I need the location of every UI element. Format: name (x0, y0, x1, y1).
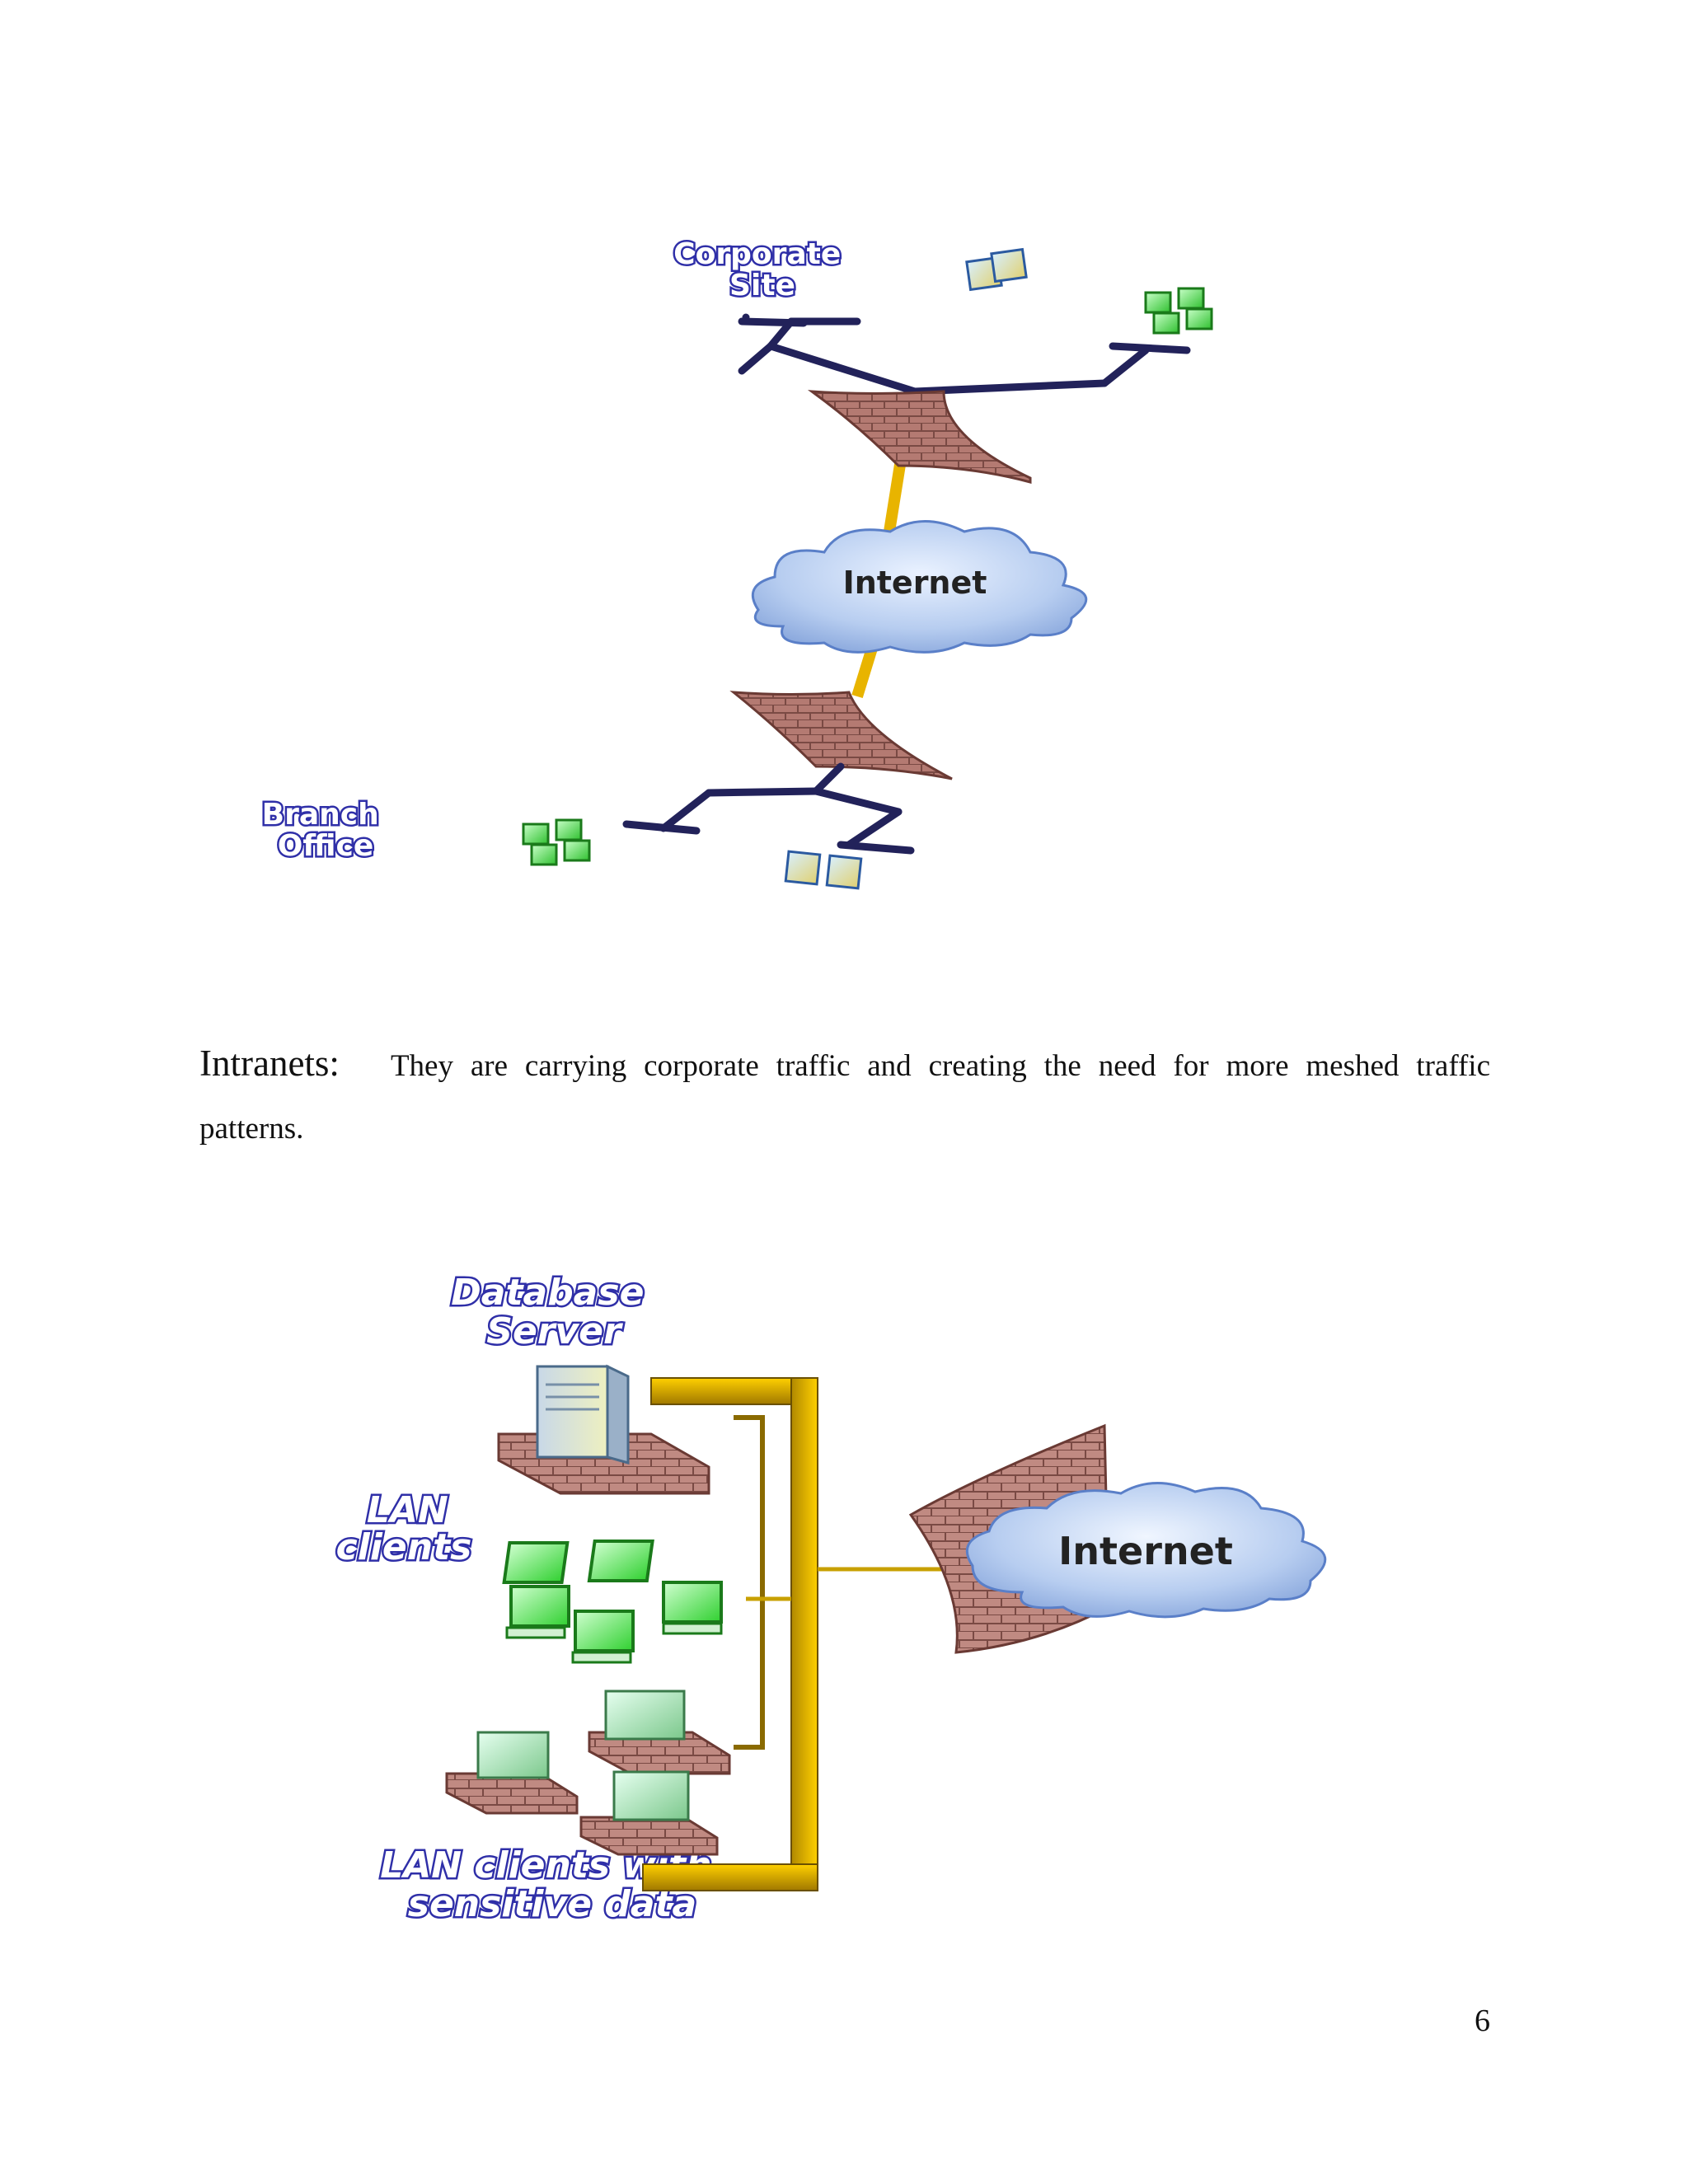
intranet-topology-diagram: Database Server LAN clients LAN clients … (334, 1270, 1327, 1928)
lan-clients-icon (502, 1540, 723, 1664)
internet-cloud-label-top: Internet (843, 565, 987, 601)
corporate-workstation-icon-1 (965, 247, 1028, 292)
internet-cloud-label: Internet (1058, 1529, 1233, 1573)
branch-workstation-icon-1 (522, 818, 591, 866)
corporate-site-label: Corporate Site (673, 237, 851, 302)
corporate-workstation-icon-2 (1144, 287, 1213, 335)
intranets-paragraph-line2: patterns. (199, 1112, 304, 1146)
corporate-lan-lines (738, 313, 1191, 396)
branch-workstation-icon-2 (784, 850, 863, 890)
database-server-label: Database Server (451, 1272, 657, 1352)
firewall-icon-lower (729, 691, 953, 780)
vpn-topology-diagram: Corporate Site Branch Office (260, 236, 1213, 890)
backbone-trunk (642, 1377, 948, 1891)
firewall-icon-upper (807, 390, 1032, 484)
branch-office-label: Branch Office (262, 798, 390, 863)
branch-lan-lines (622, 762, 915, 855)
intranets-paragraph-line1: Intranets: They are carrying corporate t… (199, 1040, 1490, 1090)
sensitive-clients-icon (445, 1690, 731, 1856)
internet-cloud-icon-top: Internet (751, 520, 1088, 654)
intranets-definition: They are carrying corporate traffic and … (390, 1049, 1490, 1083)
intranets-term: Intranets: (199, 1043, 340, 1084)
database-server-icon (497, 1364, 710, 1495)
lan-clients-label: LAN clients (336, 1489, 472, 1568)
page-number: 6 (1475, 2004, 1490, 2038)
internet-cloud-icon: Internet (965, 1482, 1327, 1619)
